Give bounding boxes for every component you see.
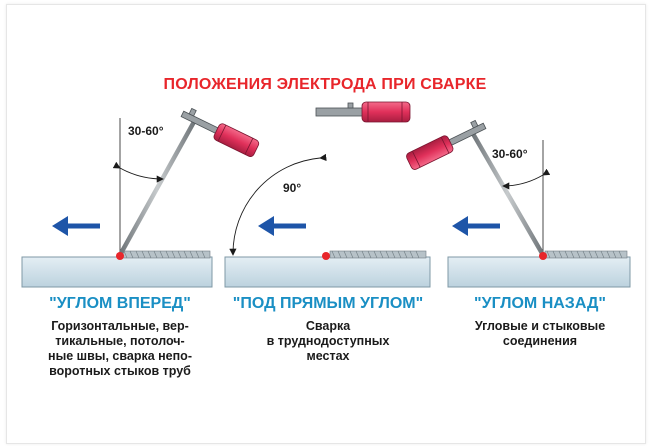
electrode-holder-icon: [315, 101, 411, 123]
direction-arrow-icon: [52, 216, 100, 236]
angle-label: 90°: [283, 181, 301, 195]
panel-backward-angle: 30-60°: [406, 119, 631, 288]
panel-title-forward: "УГЛОМ ВПЕРЕД": [49, 295, 191, 312]
description-line: воротных стыков труб: [49, 364, 191, 378]
weld-point: [539, 252, 547, 260]
electrode-holder-icon: [406, 119, 487, 170]
panel-forward-angle: 30-60°: [21, 107, 260, 288]
direction-arrow-icon: [258, 216, 306, 236]
angle-arc: [502, 168, 551, 190]
weld-bead-texture: [123, 250, 206, 259]
electrode-rod: [469, 129, 546, 258]
electrode-holder-icon: [180, 107, 260, 157]
base-plate: [21, 256, 213, 288]
weld-point: [322, 252, 330, 260]
description-line: соединения: [502, 334, 578, 348]
weld-bead: [329, 250, 427, 259]
base-plate: [447, 256, 631, 288]
panel-description-forward: Горизонтальные, вер- тикальные, потолоч-…: [20, 319, 220, 379]
direction-arrow-icon: [452, 216, 500, 236]
description-line: тикальные, потолоч-: [55, 334, 185, 348]
panel-description-backward: Угловые и стыковые соединения: [445, 319, 635, 349]
description-line: местах: [306, 349, 350, 363]
angle-label: 30-60°: [128, 124, 164, 138]
angle-label: 30-60°: [492, 147, 528, 161]
description-line: в труднодоступных: [266, 334, 390, 348]
weld-bead-texture: [331, 250, 420, 259]
angle-arc: [112, 161, 164, 183]
weld-bead: [121, 250, 211, 259]
description-line: Угловые и стыковые: [474, 319, 606, 333]
panel-title-right-angle: "ПОД ПРЯМЫМ УГЛОМ": [232, 295, 424, 312]
panel-right-angle: 90°: [224, 101, 431, 288]
weld-bead-texture: [546, 250, 623, 259]
panel-title-backward: "УГЛОМ НАЗАД": [474, 295, 606, 312]
panel-description-right-angle: Сварка в труднодоступных местах: [228, 319, 428, 364]
description-line: Горизонтальные, вер-: [51, 319, 189, 333]
base-plate: [224, 256, 431, 288]
diagram-title: ПОЛОЖЕНИЯ ЭЛЕКТРОДА ПРИ СВАРКЕ: [163, 76, 487, 93]
description-line: Сварка: [305, 319, 351, 333]
description-line: ные швы, сварка непо-: [48, 349, 192, 363]
weld-point: [116, 252, 124, 260]
electrode-rod: [117, 117, 198, 258]
angle-arc: [229, 153, 327, 256]
